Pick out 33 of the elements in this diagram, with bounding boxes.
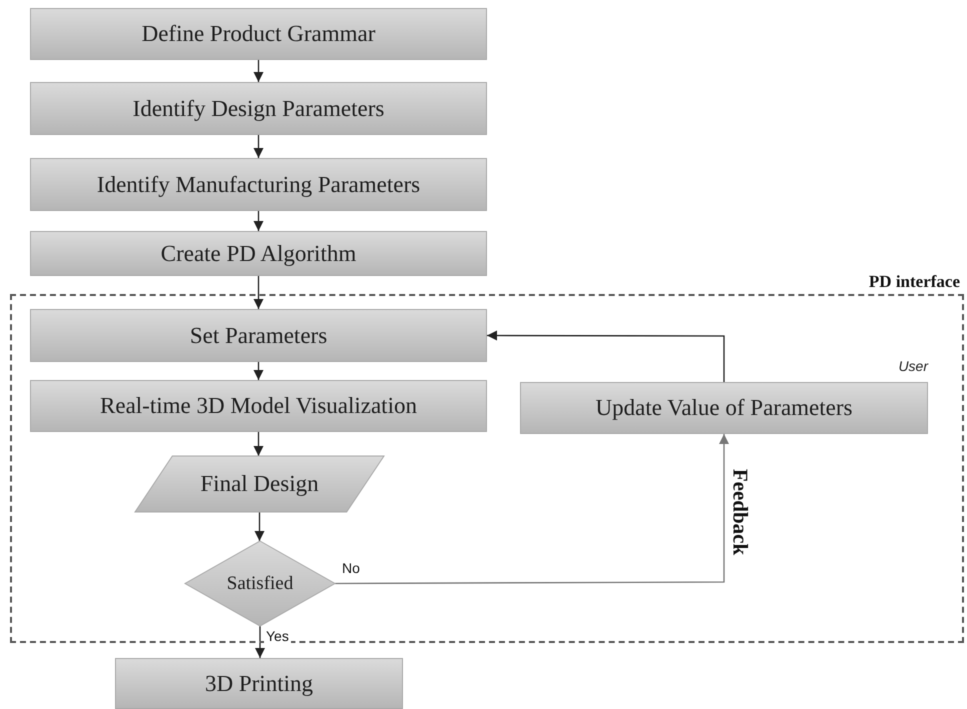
arrow [335,434,729,584]
edge-label: Yes [264,628,291,644]
box-text: Real-time 3D Model Visualization [100,393,417,419]
process-box [115,658,403,709]
box-text: Final Design [200,471,319,497]
arrow [254,211,264,231]
process-box [520,382,928,434]
box-text: Define Product Grammar [142,21,376,47]
arrow [487,330,725,382]
arrow [255,626,265,658]
arrow [254,362,264,380]
process-box [30,158,487,211]
edge-label: No [340,560,362,576]
process-box [30,231,487,276]
arrow [254,512,264,541]
process-box [30,82,487,135]
box-text: Identify Design Parameters [132,96,384,122]
group-title: PD interface [868,272,960,292]
arrow [254,276,264,309]
arrow [254,60,264,82]
process-box [30,309,487,362]
process-box [30,380,487,432]
box-text: Set Parameters [190,322,328,348]
box-text: Update Value of Parameters [596,395,852,421]
box-text: Create PD Algorithm [160,240,356,266]
arrow [254,135,264,158]
box-text: Satisfied [226,572,294,594]
box-text: Identify Manufacturing Parameters [96,172,420,198]
arrow [254,432,264,456]
feedback-label: Feedback [728,468,752,556]
role-label: User [897,358,928,374]
process-box [30,8,487,60]
box-text: 3D Printing [205,670,313,696]
